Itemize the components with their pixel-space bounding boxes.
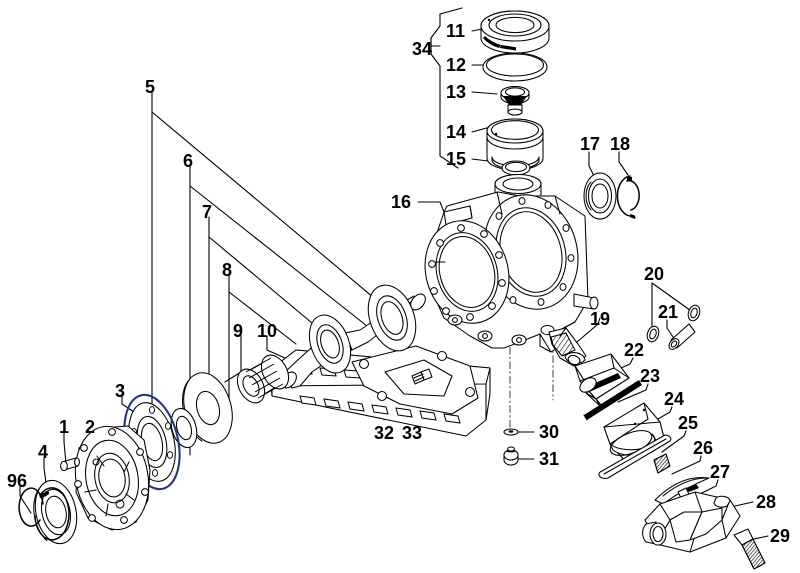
part-23-shim-rod (583, 380, 642, 421)
part-8-bearing-right (367, 284, 417, 352)
part-13-valve-plug (500, 85, 530, 116)
part-21-pin-sleeve (668, 323, 696, 350)
part-17-oil-seal (583, 172, 617, 220)
callout-96[interactable]: 96 (7, 471, 28, 491)
housing-base-bosses (447, 314, 555, 346)
callout-33[interactable]: 33 (402, 423, 423, 443)
part-4-seal (33, 479, 78, 545)
callout-32[interactable]: 32 (374, 423, 395, 443)
callout-26[interactable]: 26 (693, 438, 714, 458)
part-1-dowel-pin (60, 457, 80, 472)
callout-16[interactable]: 16 (391, 192, 412, 212)
callout-18[interactable]: 18 (610, 134, 631, 154)
part-26-block (653, 453, 671, 474)
callout-6[interactable]: 6 (183, 151, 194, 171)
part-28-valve-body (642, 491, 741, 553)
callout-3[interactable]: 3 (115, 381, 126, 401)
leader-lines-right (383, 151, 769, 543)
part-96-snap-ring (18, 487, 70, 541)
callout-31[interactable]: 31 (539, 449, 560, 469)
part-11-cover-cap (480, 10, 550, 54)
part-25-shim-plate (598, 434, 672, 480)
callout-22[interactable]: 22 (624, 340, 645, 360)
callout-13[interactable]: 13 (446, 82, 467, 102)
callout-23[interactable]: 23 (640, 366, 661, 386)
callout-34[interactable]: 34 (412, 39, 433, 59)
callout-7[interactable]: 7 (202, 202, 213, 222)
callout-29[interactable]: 29 (770, 526, 791, 546)
callout-19[interactable]: 19 (590, 309, 611, 329)
part-31-nut (503, 446, 519, 466)
part-32-mounting-rail (269, 345, 491, 437)
part-20-bushings (646, 304, 701, 343)
callout-21[interactable]: 21 (658, 302, 679, 322)
callout-28[interactable]: 28 (756, 492, 777, 512)
callout-25[interactable]: 25 (678, 413, 699, 433)
callout-8[interactable]: 8 (222, 260, 233, 280)
part-27-cover-plate (654, 476, 710, 505)
part-2-bearing-housing (74, 425, 151, 531)
part-22-piston (574, 353, 630, 407)
part-15-small-o-ring (501, 160, 531, 176)
leader-lines-left (19, 91, 399, 514)
callout-17[interactable]: 17 (580, 134, 601, 154)
callout-14[interactable]: 14 (446, 122, 467, 142)
housing-front-bore (424, 220, 510, 324)
part-18-snap-ring (616, 175, 640, 219)
callout-4[interactable]: 4 (38, 442, 49, 462)
part-12-o-ring (482, 52, 548, 82)
callout-5[interactable]: 5 (145, 77, 156, 97)
callout-1[interactable]: 1 (59, 417, 70, 437)
part-7-bearing (308, 314, 352, 374)
callout-24[interactable]: 24 (664, 389, 685, 409)
part-29-bolt (733, 528, 766, 570)
part-14-piston-cup (486, 118, 544, 171)
callout-10[interactable]: 10 (257, 321, 278, 341)
callout-12[interactable]: 12 (446, 55, 467, 75)
callout-20[interactable]: 20 (644, 264, 665, 284)
callout-9[interactable]: 9 (233, 321, 244, 341)
part-5-spacer (170, 407, 198, 449)
part-16-main-housing (424, 173, 599, 353)
callout-2[interactable]: 2 (85, 417, 96, 437)
part-30-washer (503, 428, 519, 436)
callout-15[interactable]: 15 (446, 149, 467, 169)
part-19-connecting-rod (548, 327, 587, 367)
callout-27[interactable]: 27 (710, 462, 731, 482)
part-33-stud (411, 368, 433, 385)
callout-30[interactable]: 30 (539, 422, 560, 442)
callout-11[interactable]: 11 (446, 21, 466, 41)
part-9-roller-bearing (236, 354, 290, 404)
